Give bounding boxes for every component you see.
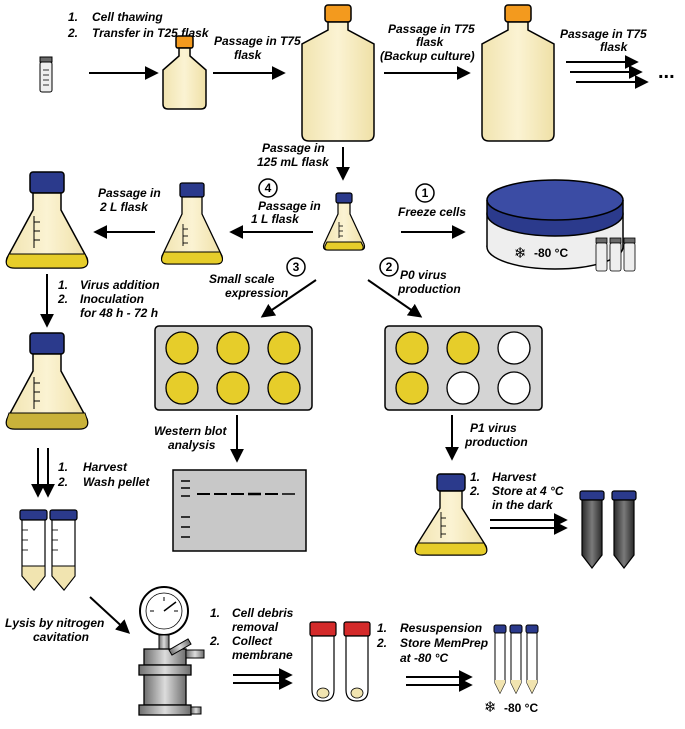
debris-step-2b: membrane xyxy=(232,648,293,662)
t75-2-line2: flask xyxy=(600,40,629,54)
hw-step-1: Harvest xyxy=(83,460,128,474)
storage-temperature: -80 °C xyxy=(504,701,538,715)
t75-1-line1: Passage in T75 xyxy=(214,34,301,48)
t75-flask-1 xyxy=(301,4,375,142)
cryovial xyxy=(39,56,53,93)
cryovial-group xyxy=(595,237,636,272)
step-circle-2-label: 2 xyxy=(386,260,393,274)
res-step-1: Resuspension xyxy=(400,621,482,635)
res-step-2b: at -80 °C xyxy=(400,651,448,665)
t75-backup-line1: Passage in T75 xyxy=(388,22,475,36)
virus-step-1: Virus addition xyxy=(80,278,160,292)
hw-step-2: Wash pellet xyxy=(83,475,150,489)
storage-snowflake-icon: ❄ xyxy=(484,698,497,716)
hs-marker-1: 1. xyxy=(470,470,480,484)
virus-step-2: Inoculation xyxy=(80,292,144,306)
arrow-small-scale xyxy=(260,279,317,318)
plate-p0 xyxy=(384,325,543,411)
lysis-line2: cavitation xyxy=(33,630,89,644)
plate-small-scale xyxy=(154,325,313,411)
memprep-tubes xyxy=(493,624,539,695)
flask-1l xyxy=(160,182,224,265)
p125-line2: 125 mL flask xyxy=(257,155,330,169)
conical-tubes xyxy=(19,509,78,591)
freeze-label: Freeze cells xyxy=(398,205,466,219)
p1-line1: P1 virus xyxy=(470,421,517,435)
hs-step-2b: in the dark xyxy=(492,498,554,512)
small-scale-line1: Small scale xyxy=(209,272,275,286)
res-step-2: Store MemPrep xyxy=(400,636,488,650)
step-circle-1 xyxy=(415,183,435,203)
step-circle-3-label: 3 xyxy=(293,260,300,274)
p1-line2: production xyxy=(464,435,528,449)
virus-marker-1: 1. xyxy=(58,278,68,292)
debris-step-1b: removal xyxy=(232,620,279,634)
hs-marker-2: 2. xyxy=(469,484,480,498)
debris-marker-2: 2. xyxy=(209,634,220,648)
hs-step-2: Store at 4 °C xyxy=(492,484,564,498)
p0-line2: production xyxy=(397,282,461,296)
p0-line1: P0 virus xyxy=(400,268,447,282)
virus-marker-2: 2. xyxy=(57,292,68,306)
thaw-step-1: Cell thawing xyxy=(92,10,163,24)
step-circle-4-label: 4 xyxy=(265,181,272,195)
freezer-temperature: -80 °C xyxy=(534,246,568,260)
flask-2l xyxy=(5,171,89,269)
wb-line2: analysis xyxy=(168,438,216,452)
p125-line1: Passage in xyxy=(262,141,325,155)
flask-p1 xyxy=(414,473,488,556)
step-circle-4 xyxy=(258,178,278,198)
p2l-line2: 2 L flask xyxy=(99,200,149,214)
flask-2l-infected xyxy=(5,332,89,430)
debris-marker-1: 1. xyxy=(210,606,220,620)
arrow-p0 xyxy=(367,279,423,318)
hs-step-1: Harvest xyxy=(492,470,537,484)
freezer-container xyxy=(486,179,624,270)
res-marker-2: 2. xyxy=(376,636,387,650)
freezer-snowflake-icon: ❄ xyxy=(514,244,527,262)
t25-flask xyxy=(162,35,207,110)
t75-flask-2 xyxy=(481,4,555,142)
t75-backup-line2: flask xyxy=(416,35,445,49)
hw-marker-2: 2. xyxy=(57,475,68,489)
thaw-marker-2: 2. xyxy=(67,26,78,40)
res-marker-1: 1. xyxy=(377,621,387,635)
small-scale-line2: expression xyxy=(225,286,288,300)
step-circle-1-label: 1 xyxy=(422,186,429,200)
t75-backup-line3: (Backup culture) xyxy=(380,49,475,63)
p2l-line1: Passage in xyxy=(98,186,161,200)
t75-2-line1: Passage in T75 xyxy=(560,27,647,41)
flask-125ml xyxy=(322,192,366,251)
wb-line1: Western blot xyxy=(154,424,227,438)
debris-step-2: Collect xyxy=(232,634,273,648)
arrow-lysis xyxy=(89,596,131,634)
p1l-line2: 1 L flask xyxy=(251,212,300,226)
debris-step-1: Cell debris xyxy=(232,606,294,620)
p1l-line1: Passage in xyxy=(258,199,321,213)
ultracentrifuge-tubes xyxy=(309,621,371,702)
cavitation-vessel xyxy=(138,586,205,716)
hw-marker-1: 1. xyxy=(58,460,68,474)
lysis-line1: Lysis by nitrogen xyxy=(5,616,104,630)
step-circle-2 xyxy=(379,257,399,277)
virus-step-2b: for 48 h - 72 h xyxy=(80,306,158,320)
western-blot-gel xyxy=(172,469,307,552)
t75-1-line2: flask xyxy=(234,48,263,62)
step-circle-3 xyxy=(286,257,306,277)
storage-tubes xyxy=(579,490,637,569)
ellipsis: ... xyxy=(658,61,675,83)
thaw-marker-1: 1. xyxy=(68,10,78,24)
